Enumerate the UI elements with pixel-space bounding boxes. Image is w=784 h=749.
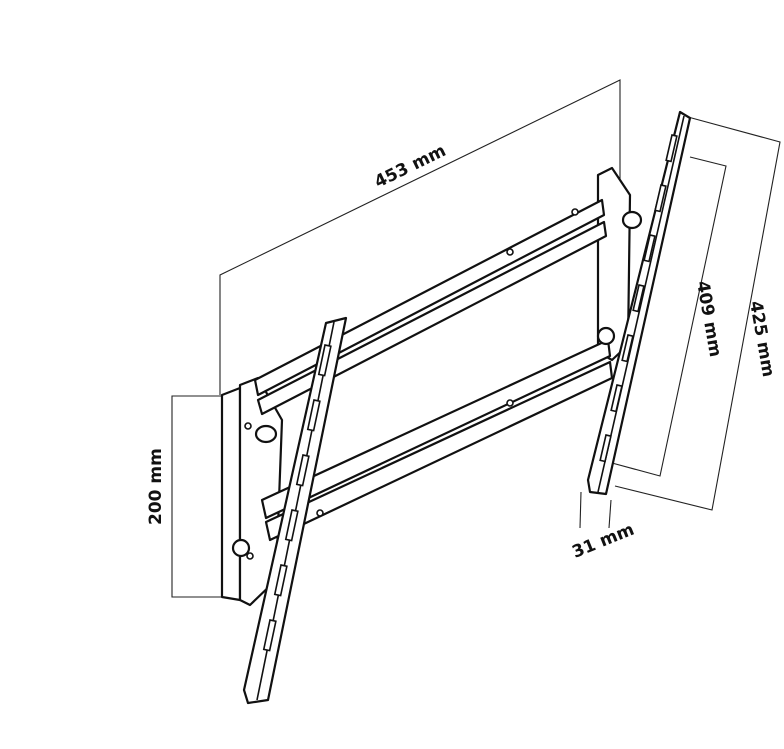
- left-arm: [242, 316, 348, 705]
- dimension-200: 200 mm: [146, 395, 222, 598]
- dimension-31: 31 mm: [569, 491, 637, 563]
- label-409mm: 409 mm: [692, 279, 725, 358]
- wall-plate: [220, 166, 632, 607]
- tilt-knobs: [231, 210, 643, 558]
- label-425mm: 425 mm: [745, 299, 778, 378]
- right-arm: [586, 110, 692, 496]
- label-200mm: 200 mm: [146, 448, 166, 525]
- label-453mm: 453 mm: [371, 141, 449, 193]
